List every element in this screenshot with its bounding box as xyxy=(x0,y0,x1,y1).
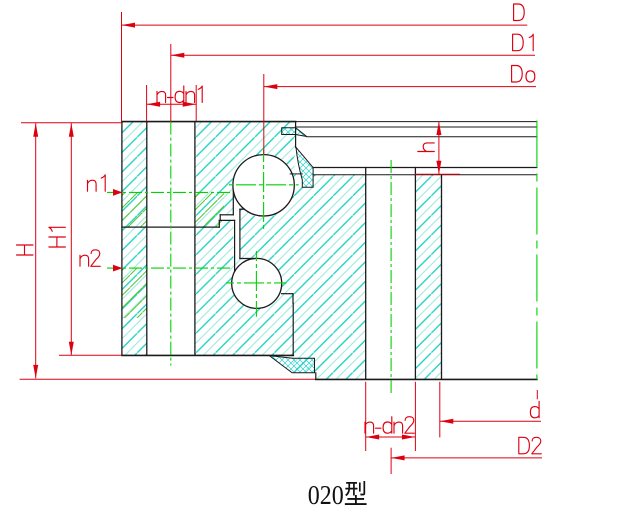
svg-text:020型: 020型 xyxy=(308,480,368,510)
